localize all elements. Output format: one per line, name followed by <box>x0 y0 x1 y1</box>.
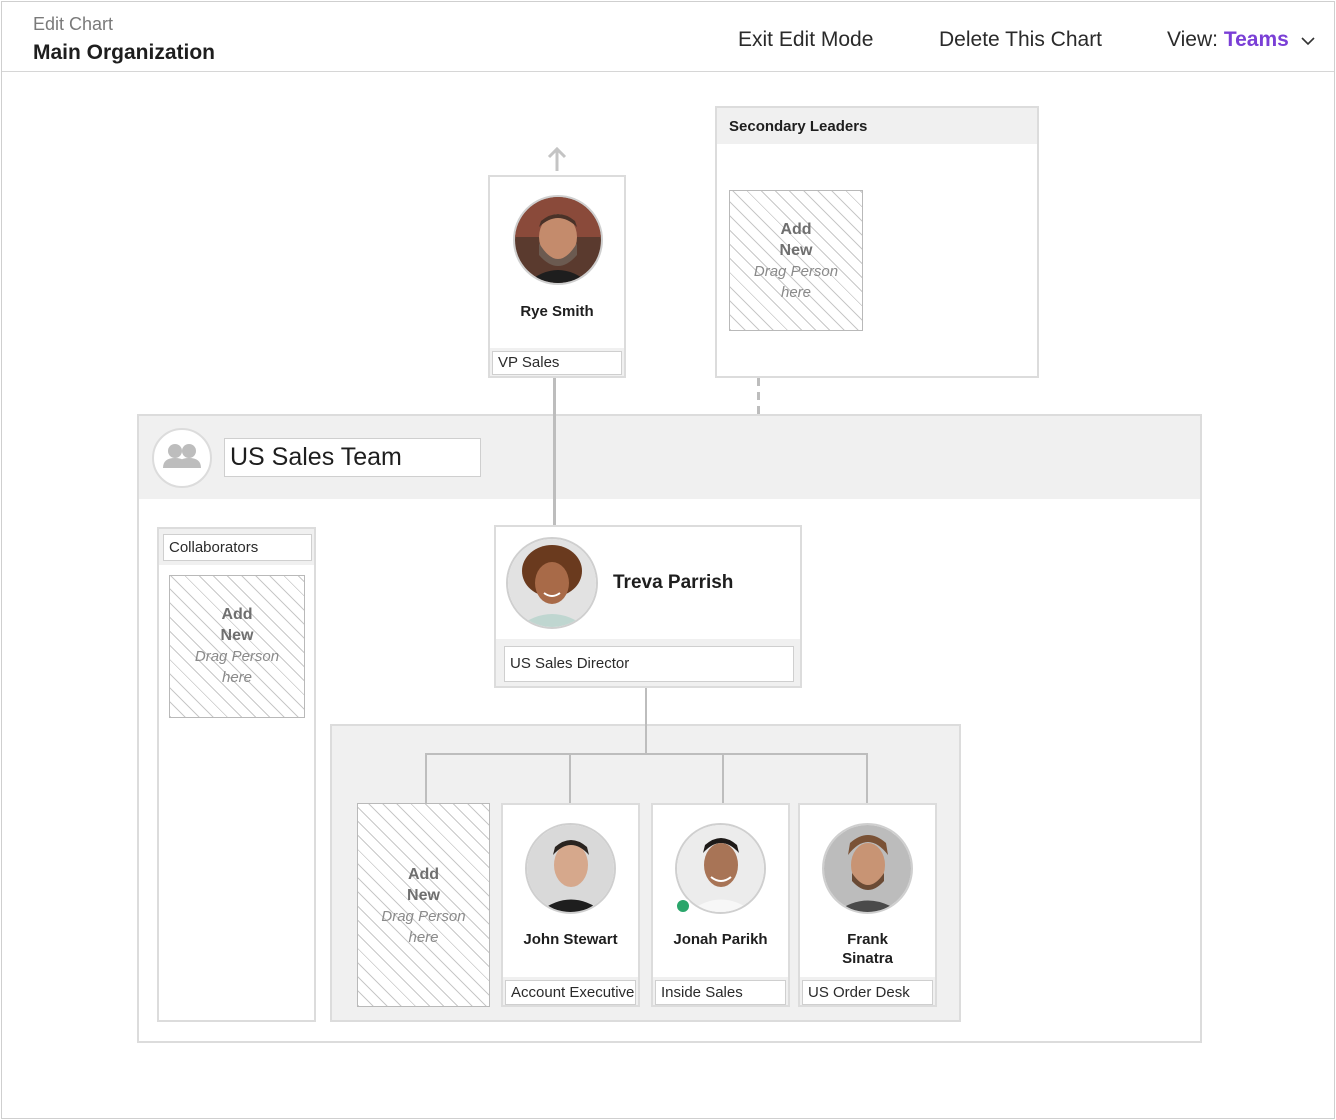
report-card[interactable]: Frank Sinatra US Order Desk <box>798 803 937 1007</box>
view-label: View: <box>1167 28 1218 51</box>
top-bar: Edit Chart Main Organization Exit Edit M… <box>2 2 1334 72</box>
here-label: here <box>221 669 253 686</box>
view-value: Teams <box>1223 28 1289 51</box>
role-field[interactable]: VP Sales <box>492 351 622 375</box>
chevron-down-icon <box>1301 28 1315 52</box>
avatar <box>822 823 913 914</box>
here-label: here <box>408 929 439 946</box>
director-name: Treva Parrish <box>613 572 734 593</box>
leader-card[interactable]: Rye Smith VP Sales <box>488 175 626 378</box>
here-label: here <box>780 284 812 301</box>
add-new-drop-zone[interactable]: Add New Drag Person here <box>729 190 863 331</box>
person-name: Rye Smith <box>520 303 594 320</box>
report-card[interactable]: Jonah Parikh Inside Sales <box>651 803 790 1007</box>
add-label: Add <box>780 221 812 238</box>
avatar <box>506 537 598 629</box>
report-card[interactable]: John Stewart Account Executive <box>501 803 640 1007</box>
person-last-name: Sinatra <box>842 950 893 967</box>
avatar <box>513 195 603 285</box>
avatar <box>525 823 616 914</box>
connector-line <box>425 753 868 755</box>
role-field[interactable]: Account Executive <box>505 980 636 1005</box>
drag-label: Drag Person <box>753 263 839 280</box>
director-card[interactable]: Treva Parrish US Sales Director <box>494 525 802 688</box>
team-icon <box>152 428 212 488</box>
online-status-indicator <box>675 898 691 914</box>
new-label: New <box>779 242 813 259</box>
new-label: New <box>407 887 440 904</box>
connector-line <box>553 378 556 525</box>
exit-edit-mode-button[interactable]: Exit Edit Mode <box>738 28 874 51</box>
add-collaborator-drop-zone[interactable]: Add New Drag Person here <box>169 575 305 718</box>
person-name: Jonah Parikh <box>673 931 768 948</box>
person-name: John Stewart <box>523 931 618 948</box>
connector-line <box>866 753 868 804</box>
connector-line <box>645 688 647 754</box>
connector-line <box>645 724 647 754</box>
new-label: New <box>220 627 254 644</box>
role-field[interactable]: Inside Sales <box>655 980 786 1005</box>
add-report-drop-zone[interactable]: Add New Drag Person here <box>357 803 490 1007</box>
view-dropdown[interactable]: View: Teams <box>1167 28 1315 52</box>
collaborators-label[interactable]: Collaborators <box>163 534 312 561</box>
role-field[interactable]: US Order Desk <box>802 980 933 1005</box>
secondary-leaders-panel: Secondary Leaders Add New Drag Person he… <box>715 106 1039 378</box>
add-label: Add <box>221 606 253 623</box>
connector-line <box>722 753 724 804</box>
collaborators-panel: Collaborators Add New Drag Person here <box>157 527 316 1022</box>
person-name: Frank Sinatra <box>800 930 935 968</box>
delete-chart-button[interactable]: Delete This Chart <box>939 28 1103 51</box>
drag-label: Drag Person <box>381 908 466 925</box>
breadcrumb[interactable]: Edit Chart <box>33 14 114 34</box>
secondary-leaders-title: Secondary Leaders <box>729 118 868 135</box>
add-label: Add <box>407 866 440 883</box>
connector-line <box>425 753 427 804</box>
secondary-leaders-header <box>717 108 1037 144</box>
avatar <box>675 823 766 914</box>
director-role-field[interactable]: US Sales Director <box>504 646 794 682</box>
person-first-name: Frank <box>847 931 888 948</box>
arrow-up-icon[interactable] <box>546 146 568 177</box>
page-title: Main Organization <box>33 41 216 64</box>
drag-label: Drag Person <box>194 648 280 665</box>
team-name-input[interactable]: US Sales Team <box>224 438 481 477</box>
connector-line <box>569 753 571 804</box>
